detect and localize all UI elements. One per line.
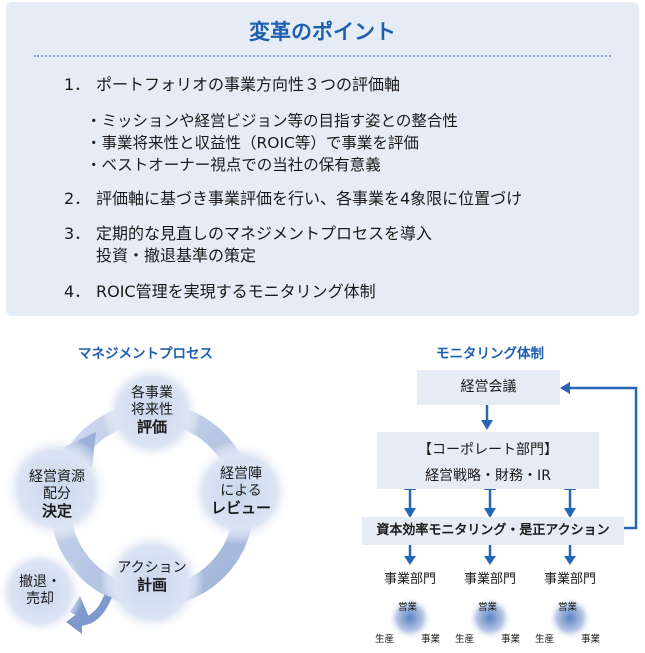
mini-label-production: 生産	[455, 634, 475, 645]
mini-label-business: 事業	[581, 634, 601, 645]
unit-triad	[388, 596, 432, 640]
dotted-divider	[34, 55, 611, 57]
corporate-division-box: 【コーポレート部門】 経営戦略・財務・IR	[377, 432, 599, 489]
cycle-plan: アクション 計画	[106, 560, 198, 594]
arrow-down	[484, 545, 496, 565]
corporate-title: 【コーポレート部門】	[418, 442, 558, 458]
management-process-title: マネジメントプロセス	[78, 346, 213, 362]
unit-triad	[468, 596, 512, 640]
label: 撤退・	[19, 574, 61, 590]
label-bold: レビュー	[210, 499, 271, 517]
label: アクション	[117, 560, 187, 576]
mini-label-production: 生産	[375, 634, 395, 645]
action-box: 資本効率モニタリング・是正アクション	[362, 517, 624, 545]
label: 経営資源	[29, 469, 85, 485]
bubble-decide	[2, 434, 110, 542]
label: 各事業	[131, 385, 173, 401]
bubble-exit	[0, 548, 84, 636]
mini-label-production: 生産	[535, 634, 555, 645]
point-number: 3．	[64, 224, 91, 243]
label: 経営陣	[220, 466, 262, 482]
mini-label-business: 事業	[421, 634, 441, 645]
corporate-subtitle: 経営戦略・財務・IR	[425, 468, 551, 484]
point-number: 1．	[64, 75, 91, 94]
monitoring-title: モニタリング体制	[436, 346, 544, 362]
point-text-line2: 投資・撤退基準の策定	[96, 246, 257, 265]
mini-label-sales: 営業	[478, 602, 498, 613]
arrow-down	[564, 545, 576, 565]
point-number: 4．	[64, 282, 91, 301]
point-text: ポートフォリオの事業方向性３つの評価軸	[96, 75, 401, 94]
cycle-review: 経営陣 による レビュー	[196, 466, 286, 517]
bubble-review	[188, 440, 292, 544]
label-bold: 計画	[136, 576, 167, 594]
label: による	[220, 483, 262, 499]
subpoint-3: ・ベストオーナー視点での当社の保有意義	[86, 156, 381, 174]
arrow-down	[404, 545, 416, 565]
subpoint-2: ・事業将来性と収益性（ROIC等）で事業を評価	[86, 134, 419, 152]
label-bold: 決定	[41, 502, 72, 520]
business-unit-label: 事業部門	[383, 572, 436, 587]
point-text: ROIC管理を実現するモニタリング体制	[96, 282, 376, 301]
key-points-panel: 変革のポイント 1． ポートフォリオの事業方向性３つの評価軸 ・ミッションや経営…	[6, 2, 639, 316]
management-cycle-graphic	[0, 362, 292, 636]
subpoint-1: ・ミッションや経営ビジョン等の目指す姿との整合性	[86, 112, 458, 130]
bubble-evaluate	[102, 362, 202, 462]
cycle-decide: 経営資源 配分 決定	[12, 469, 102, 520]
unit-triad	[548, 596, 592, 640]
cycle-exit: 撤退・ 売却	[2, 574, 78, 608]
feedback-loop-arrow	[560, 382, 638, 530]
label: 売却	[26, 591, 54, 607]
point-text: 定期的な見直しのマネジメントプロセスを導入	[96, 224, 433, 243]
point-text: 評価軸に基づき事業評価を行い、各事業を4象限に位置づけ	[96, 189, 523, 208]
label-bold: 評価	[136, 418, 167, 436]
management-board-box: 経営会議	[417, 370, 560, 405]
mini-label-sales: 営業	[558, 602, 578, 613]
panel-title: 変革のポイント	[249, 20, 396, 44]
business-unit-label: 事業部門	[543, 572, 596, 587]
bubble-plan	[100, 530, 204, 634]
business-unit-label: 事業部門	[463, 572, 516, 587]
cycle-evaluate: 各事業 将来性 評価	[112, 385, 192, 436]
exit-arrow-head-icon	[66, 610, 82, 634]
point-number: 2．	[64, 189, 91, 208]
arrow-down	[481, 405, 493, 430]
mini-label-business: 事業	[501, 634, 521, 645]
label: 配分	[43, 486, 71, 502]
label: 将来性	[131, 402, 173, 418]
mini-label-sales: 営業	[398, 602, 418, 613]
